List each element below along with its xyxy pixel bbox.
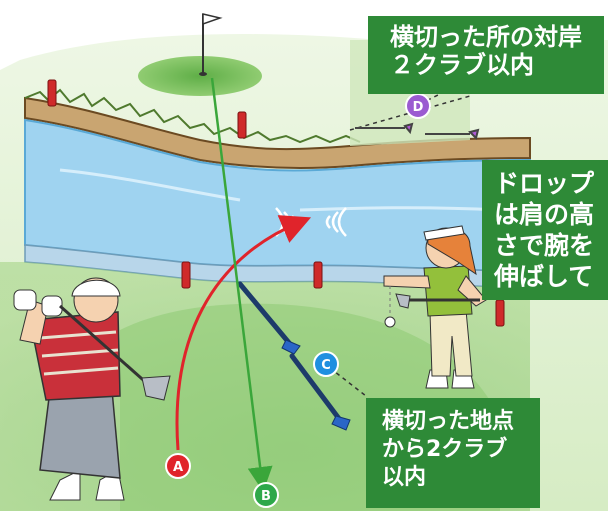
marker-b-label: B: [261, 489, 271, 504]
marker-c-label: C: [321, 358, 331, 373]
hazard-stake: [181, 261, 191, 289]
water-ripple: [299, 206, 501, 212]
label-crossing-line-2: から2クラブ: [382, 437, 508, 463]
marker-a: A: [165, 453, 191, 479]
club-icon: [355, 122, 480, 140]
label-drop-line-3: さで腕を: [494, 231, 595, 260]
hazard-stake: [47, 79, 57, 107]
marker-a-label: A: [173, 460, 183, 475]
label-far-bank-line-1: 横切った所の対岸: [390, 23, 582, 51]
label-drop-line-4: 伸ばして: [494, 262, 594, 291]
putting-green: [138, 56, 262, 96]
label-drop-line-1: ドロップ: [494, 169, 595, 198]
label-drop-line-2: は肩の高: [494, 200, 595, 229]
d-marker-dash: [419, 87, 453, 105]
marker-d: D: [405, 93, 431, 119]
hazard-stake: [313, 261, 323, 289]
water-ripple: [59, 168, 241, 202]
flag-icon: [199, 13, 223, 76]
label-far-bank-line-2: ２クラブ以内: [390, 51, 534, 80]
marker-c: C: [313, 351, 339, 377]
far-bank: [24, 96, 531, 169]
label-crossing-line-1: 横切った地点: [382, 409, 515, 434]
line-b: [210, 77, 273, 492]
label-far-bank: 横切った所の対岸 ２クラブ以内: [368, 16, 604, 94]
far-bank-grass-edge: [24, 88, 361, 144]
label-drop-instruction: ドロップ は肩の高 さで腕を 伸ばして: [482, 160, 608, 300]
club-icon: [237, 281, 351, 431]
marker-b: B: [253, 482, 279, 508]
marker-d-label: D: [413, 100, 424, 115]
label-crossing-point: 横切った地点 から2クラブ 以内: [366, 398, 540, 508]
golfer-swinging-illustration: [13, 277, 171, 501]
label-crossing-line-3: 以内: [382, 465, 427, 491]
hazard-stakes: [47, 79, 505, 327]
hazard-stake: [237, 111, 247, 139]
hazard-stake: [495, 299, 505, 327]
shot-arc-a: [175, 215, 312, 451]
golfer-dropping-illustration: [383, 225, 487, 389]
